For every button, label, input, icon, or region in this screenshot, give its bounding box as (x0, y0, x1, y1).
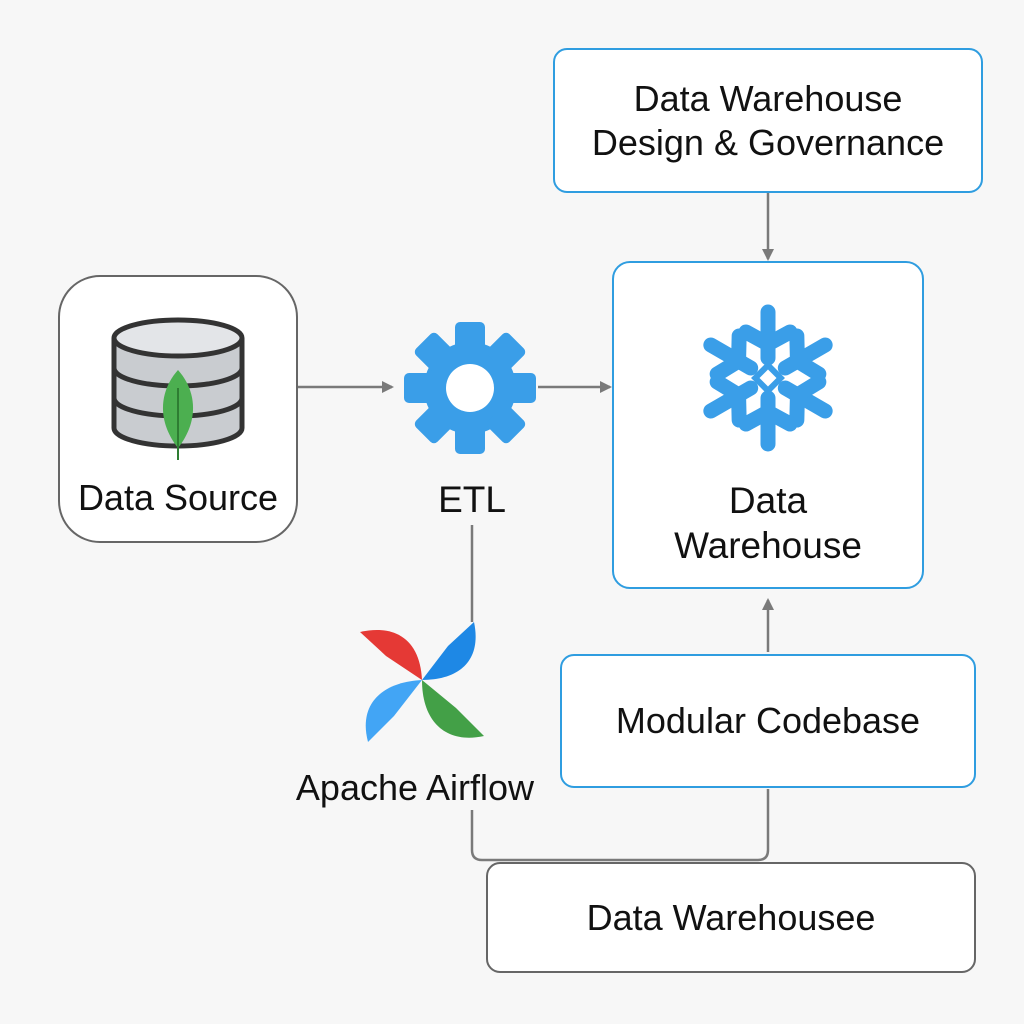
airflow-label: Apache Airflow (295, 767, 535, 808)
governance-label-line1: Data Warehouse (633, 77, 903, 119)
warehouse-label-line1: Data (728, 480, 808, 521)
governance-label-line2: Design & Governance (591, 121, 945, 163)
leaf-icon (162, 370, 194, 460)
governance-label: Data Warehouse Design & Governance (592, 77, 944, 165)
warehouse-label-line2: Warehouse (674, 525, 862, 567)
etl-label: ETL (438, 479, 506, 520)
warehouse-label: Data Warehouse (612, 478, 924, 568)
warehousee-node[interactable]: Data Warehousee (486, 862, 976, 973)
data-source-label: Data Source (77, 477, 279, 518)
gear-icon (404, 322, 536, 454)
codebase-node[interactable]: Modular Codebase (560, 654, 976, 788)
governance-node[interactable]: Data Warehouse Design & Governance (553, 48, 983, 193)
warehousee-label: Data Warehousee (586, 896, 876, 938)
pinwheel-icon (360, 622, 484, 742)
codebase-label: Modular Codebase (615, 700, 921, 742)
edge-airflow-codebase-join (470, 789, 770, 862)
snowflake-icon (703, 304, 833, 452)
